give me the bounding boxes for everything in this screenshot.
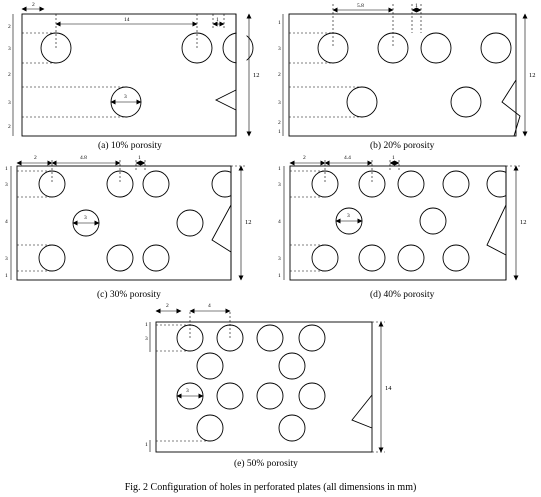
dim-pitch: 5.8 [357, 3, 364, 9]
dim-left: 2 [278, 72, 281, 78]
panel-b: 5.8 1 12 1 3 2 3 2 1 (b) 20% porosity [278, 3, 536, 151]
panel-e: 2 4 14 1 3 1 3 (e) 50% porosity [145, 303, 392, 469]
hole [38, 244, 66, 272]
hole [311, 170, 339, 198]
hole [358, 170, 386, 198]
dim-left: 3 [5, 256, 8, 262]
hole [176, 209, 204, 237]
dim-edge: 1 [216, 17, 219, 23]
dim-hole-diameter: 3 [347, 213, 350, 219]
dim-left: 2 [8, 24, 11, 30]
dim-left: 3 [145, 336, 148, 342]
break-line [211, 166, 232, 280]
dim-hole-diameter: 3 [84, 215, 87, 221]
panel-caption: (e) 50% porosity [234, 458, 298, 469]
hole [278, 414, 306, 442]
dim-left: 1 [278, 20, 281, 26]
dim-height: 12 [245, 219, 252, 226]
panel-a: 2 14 1 12 2 3 2 3 2 3 (a) 10% porosity [8, 2, 260, 151]
dim-pitch: 4.8 [80, 155, 87, 161]
hole [256, 324, 284, 352]
dim-left: 1 [145, 442, 148, 448]
dim-left: 2 [8, 124, 11, 130]
hole [420, 32, 452, 64]
hole [196, 414, 224, 442]
plate-outline [288, 13, 517, 137]
dim-left: 3 [8, 46, 11, 52]
hole [298, 382, 326, 410]
dim-left: 3 [278, 256, 281, 262]
hole [106, 244, 134, 272]
hole [278, 352, 306, 380]
plate-outline [289, 165, 507, 281]
dim-left: 3 [278, 182, 281, 188]
hole [196, 352, 224, 380]
dim-left: 1 [145, 322, 148, 328]
hole [106, 170, 134, 198]
panel-c: 2 4.8 1 12 1 3 4 3 1 3 (c) 30% porosity [5, 155, 252, 300]
dim-top-offset: 2 [34, 155, 37, 161]
hole [346, 86, 378, 118]
hole [311, 244, 339, 272]
hole [480, 32, 512, 64]
dim-left: 2 [8, 72, 11, 78]
dim-left: 1 [278, 166, 281, 172]
dim-left: 1 [5, 166, 8, 172]
dim-left: 3 [278, 46, 281, 52]
hole [38, 170, 66, 198]
dim-edge: 1 [415, 3, 418, 9]
hole [450, 86, 482, 118]
dim-top-offset: 2 [303, 155, 306, 161]
dim-left: 1 [278, 129, 281, 135]
dim-top-offset: 2 [32, 2, 35, 8]
dim-height: 12 [520, 219, 527, 226]
dim-edge: 1 [138, 155, 141, 161]
break-line [214, 14, 237, 136]
dim-left: 3 [8, 100, 11, 106]
dim-pitch: 14 [124, 17, 130, 23]
plate-outline [155, 321, 373, 453]
dim-height: 12 [529, 72, 536, 79]
hole [142, 244, 170, 272]
dim-left: 3 [278, 100, 281, 106]
dim-left: 2 [278, 120, 281, 126]
dim-top-offset: 2 [166, 303, 169, 309]
dim-left: 4 [278, 219, 281, 225]
panel-caption: (b) 20% porosity [370, 140, 435, 151]
hole [358, 244, 386, 272]
break-line [351, 394, 373, 429]
dim-hole-diameter: 3 [186, 388, 189, 394]
panel-caption: (a) 10% porosity [98, 140, 162, 151]
dim-edge: 1 [392, 155, 395, 161]
hole [442, 244, 470, 272]
dim-height: 14 [385, 385, 392, 392]
dim-left: 1 [5, 273, 8, 279]
hole [181, 32, 213, 64]
dim-left: 4 [5, 219, 8, 225]
hole [216, 382, 244, 410]
dim-pitch: 4 [208, 303, 211, 309]
panel-caption: (d) 40% porosity [370, 289, 435, 300]
hole [419, 207, 447, 235]
panel-caption: (c) 30% porosity [97, 289, 161, 300]
dim-height: 12 [253, 72, 260, 79]
break-line [486, 166, 507, 280]
plate-outline [16, 165, 232, 281]
plate-outline [21, 13, 237, 137]
break-line [501, 79, 521, 137]
hole [142, 170, 170, 198]
dim-left: 1 [278, 273, 281, 279]
hole [442, 170, 470, 198]
hole [298, 324, 326, 352]
hole [397, 244, 425, 272]
figure-caption: Fig. 2 Configuration of holes in perfora… [125, 482, 417, 493]
panel-d: 2 4.4 1 12 1 3 4 3 1 3 (d) 40% porosity [278, 155, 527, 300]
hole [256, 382, 284, 410]
hole [397, 170, 425, 198]
dim-pitch: 4.4 [344, 155, 351, 161]
dim-left: 3 [5, 182, 8, 188]
dim-hole-diameter: 3 [124, 94, 127, 100]
